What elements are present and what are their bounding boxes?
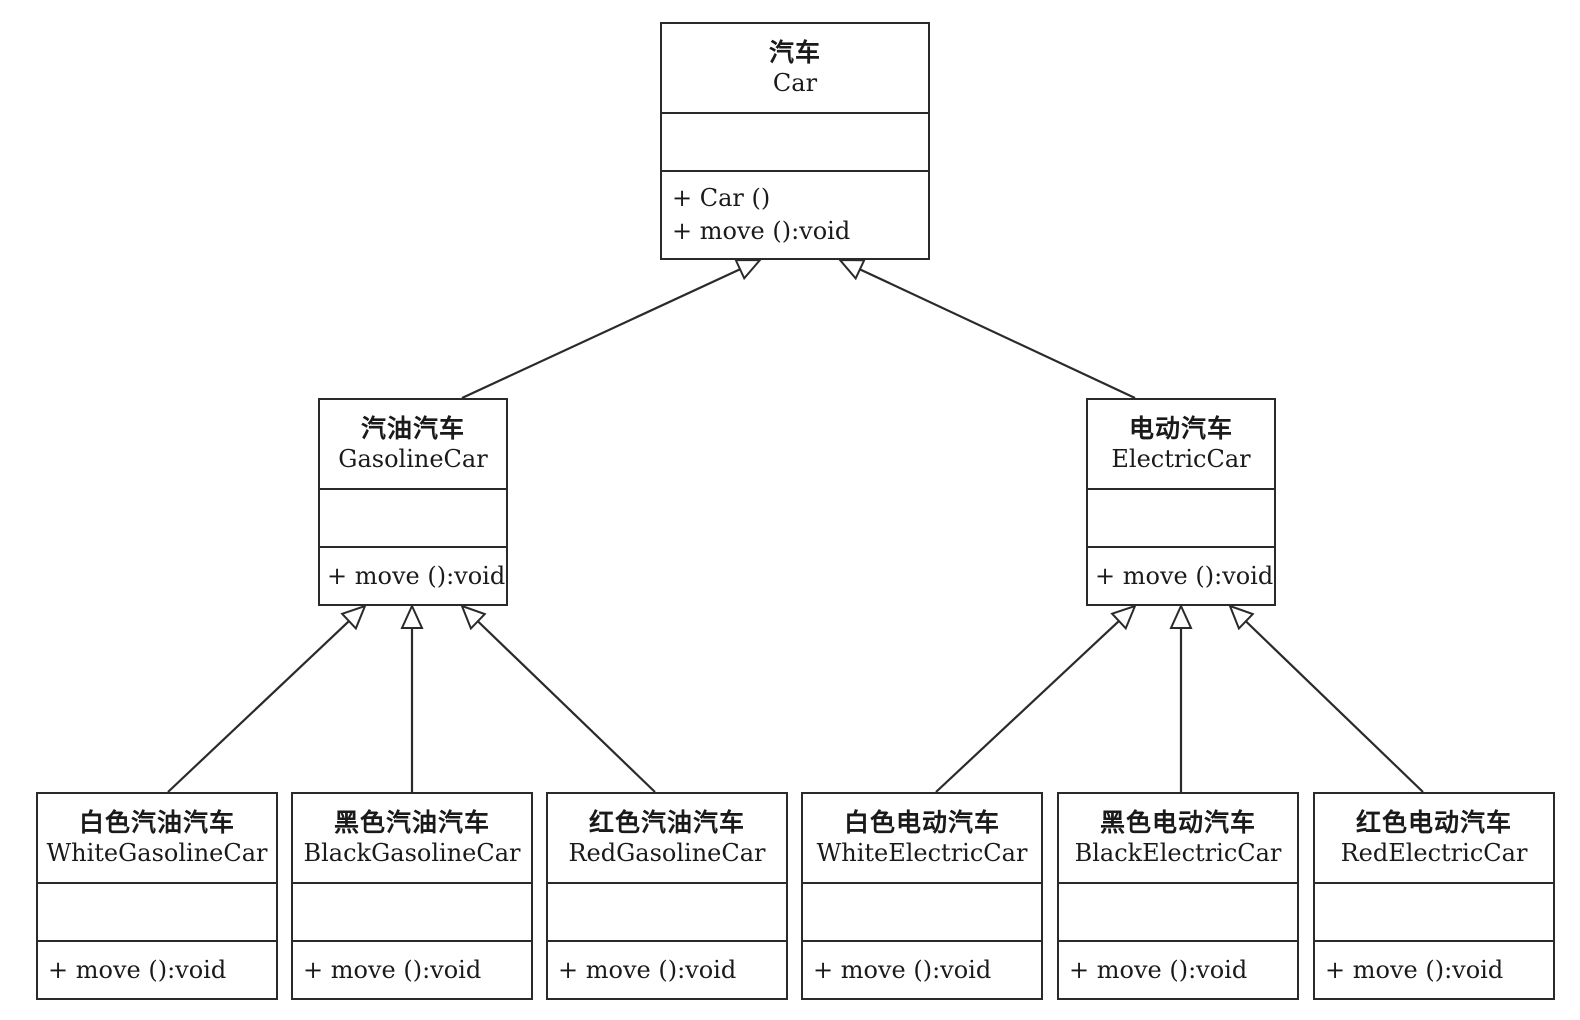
class-white-gasoline-car-en: WhiteGasolineCar — [46, 839, 268, 867]
class-gasoline-car-en: GasolineCar — [338, 445, 488, 473]
class-red-electric-car-name: 红色电动汽车 RedElectricCar — [1315, 794, 1553, 884]
generalization-arrowhead-4 — [400, 603, 424, 629]
class-black-gasoline-car-en: BlackGasolineCar — [303, 839, 521, 867]
class-white-electric-car-cn: 白色电动汽车 — [843, 808, 1000, 837]
class-white-electric-car-name: 白色电动汽车 WhiteElectricCar — [803, 794, 1041, 884]
class-red-gasoline-car-attributes — [548, 884, 786, 942]
class-white-gasoline-car-name: 白色汽油汽车 WhiteGasolineCar — [38, 794, 276, 884]
generalization-arrowhead-5 — [460, 604, 487, 631]
class-gasoline-car-name: 汽油汽车 GasolineCar — [320, 400, 506, 490]
class-black-gasoline-car-name: 黑色汽油汽车 BlackGasolineCar — [293, 794, 531, 884]
class-black-electric-car-name: 黑色电动汽车 BlackElectricCar — [1059, 794, 1297, 884]
generalization-line-1 — [461, 268, 741, 399]
class-electric-car-en: ElectricCar — [1111, 445, 1251, 473]
generalization-arrowhead-3 — [340, 604, 367, 631]
class-gasoline-car-operations: + move ():void — [320, 548, 506, 604]
generalization-arrowhead-6 — [1110, 604, 1137, 631]
class-car-cn: 汽车 — [768, 38, 821, 67]
class-car-attributes — [662, 114, 928, 172]
class-black-gasoline-car-attributes — [293, 884, 531, 942]
class-car[interactable]: 汽车 Car + Car () + move ():void — [660, 22, 930, 260]
generalization-arrowhead-7 — [1169, 603, 1193, 629]
class-white-electric-car-op-move: + move ():void — [813, 955, 992, 984]
generalization-arrowhead-2 — [837, 258, 866, 281]
class-black-electric-car[interactable]: 黑色电动汽车 BlackElectricCar + move ():void — [1057, 792, 1299, 1000]
generalization-arrowhead-8 — [1228, 604, 1255, 631]
class-white-electric-car[interactable]: 白色电动汽车 WhiteElectricCar + move ():void — [801, 792, 1043, 1000]
class-car-op-constructor: + Car () — [672, 184, 771, 212]
class-black-gasoline-car-op-move: + move ():void — [303, 955, 482, 984]
class-gasoline-car-op-move: + move ():void — [327, 561, 506, 590]
class-car-op-move: + move ():void — [672, 217, 851, 245]
generalization-arrowhead-1 — [734, 258, 763, 281]
class-black-gasoline-car[interactable]: 黑色汽油汽车 BlackGasolineCar + move ():void — [291, 792, 533, 1000]
class-red-electric-car-operations: + move ():void — [1315, 942, 1553, 998]
class-white-electric-car-operations: + move ():void — [803, 942, 1041, 998]
class-black-electric-car-cn: 黑色电动汽车 — [1099, 808, 1256, 837]
class-white-electric-car-en: WhiteElectricCar — [816, 839, 1028, 867]
class-white-gasoline-car[interactable]: 白色汽油汽车 WhiteGasolineCar + move ():void — [36, 792, 278, 1000]
class-white-electric-car-attributes — [803, 884, 1041, 942]
class-gasoline-car-cn: 汽油汽车 — [360, 414, 465, 443]
class-electric-car-attributes — [1088, 490, 1274, 548]
class-car-name: 汽车 Car — [662, 24, 928, 114]
class-white-gasoline-car-cn: 白色汽油汽车 — [78, 808, 235, 837]
class-red-electric-car[interactable]: 红色电动汽车 RedElectricCar + move ():void — [1313, 792, 1555, 1000]
generalization-line-8 — [1245, 620, 1424, 793]
class-red-gasoline-car[interactable]: 红色汽油汽车 RedGasolineCar + move ():void — [546, 792, 788, 1000]
class-black-gasoline-car-cn: 黑色汽油汽车 — [333, 808, 490, 837]
class-red-electric-car-en: RedElectricCar — [1340, 839, 1528, 867]
class-red-gasoline-car-op-move: + move ():void — [558, 955, 737, 984]
class-electric-car-name: 电动汽车 ElectricCar — [1088, 400, 1274, 490]
class-red-gasoline-car-operations: + move ():void — [548, 942, 786, 998]
class-red-electric-car-cn: 红色电动汽车 — [1355, 808, 1512, 837]
class-black-gasoline-car-operations: + move ():void — [293, 942, 531, 998]
class-car-operations: + Car () + move ():void — [662, 172, 928, 258]
generalization-line-6 — [935, 620, 1120, 793]
generalization-line-5 — [477, 620, 656, 793]
class-white-gasoline-car-op-move: + move ():void — [48, 955, 227, 984]
generalization-line-2 — [859, 268, 1136, 399]
class-black-electric-car-attributes — [1059, 884, 1297, 942]
class-black-electric-car-op-move: + move ():void — [1069, 955, 1248, 984]
class-white-gasoline-car-attributes — [38, 884, 276, 942]
class-black-electric-car-operations: + move ():void — [1059, 942, 1297, 998]
class-electric-car-cn: 电动汽车 — [1128, 414, 1233, 443]
class-white-gasoline-car-operations: + move ():void — [38, 942, 276, 998]
class-electric-car[interactable]: 电动汽车 ElectricCar + move ():void — [1086, 398, 1276, 606]
class-red-electric-car-attributes — [1315, 884, 1553, 942]
class-gasoline-car-attributes — [320, 490, 506, 548]
class-car-en: Car — [772, 69, 818, 97]
class-red-gasoline-car-cn: 红色汽油汽车 — [588, 808, 745, 837]
class-black-electric-car-en: BlackElectricCar — [1074, 839, 1282, 867]
class-gasoline-car[interactable]: 汽油汽车 GasolineCar + move ():void — [318, 398, 508, 606]
class-electric-car-op-move: + move ():void — [1095, 561, 1274, 590]
class-red-gasoline-car-en: RedGasolineCar — [568, 839, 766, 867]
class-electric-car-operations: + move ():void — [1088, 548, 1274, 604]
class-red-electric-car-op-move: + move ():void — [1325, 955, 1504, 984]
class-red-gasoline-car-name: 红色汽油汽车 RedGasolineCar — [548, 794, 786, 884]
generalization-line-3 — [167, 620, 350, 793]
